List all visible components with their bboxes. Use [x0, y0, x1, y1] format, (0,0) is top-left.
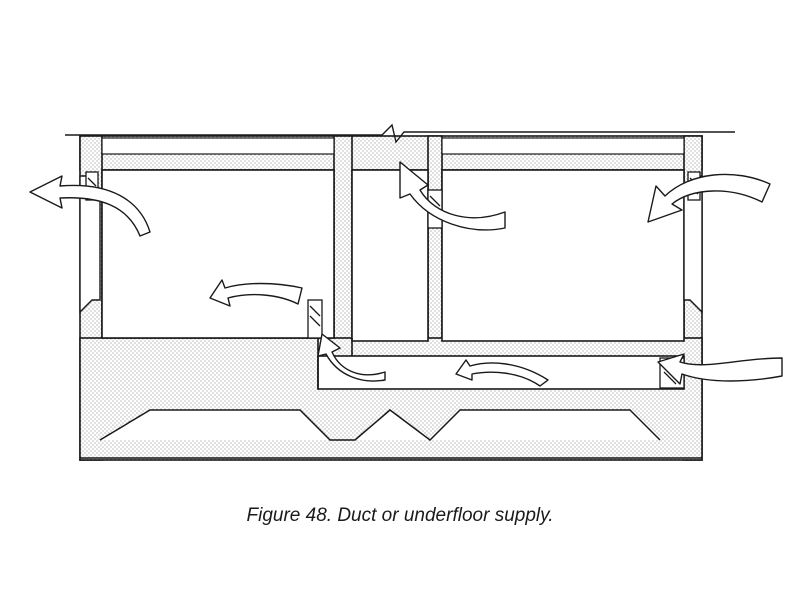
figure-caption: Figure 48. Duct or underfloor supply.	[246, 505, 554, 526]
supply-arrow-duct-end	[657, 353, 783, 385]
roof-line	[65, 123, 735, 144]
right-partition	[427, 135, 443, 342]
interior-rooms	[101, 169, 685, 390]
section-diagram	[29, 123, 783, 461]
window-openings	[79, 175, 703, 314]
flow-arrow-duct-mid	[455, 359, 549, 387]
exhaust-arrow-left	[29, 175, 151, 237]
foundation-hollow	[99, 409, 661, 441]
left-room-vent	[307, 299, 323, 339]
supply-arrow-right-room	[647, 173, 771, 223]
supply-arrow-center	[399, 161, 506, 231]
central-partition	[333, 135, 353, 342]
flow-arrow-duct-inlet	[317, 333, 386, 382]
right-room	[441, 169, 685, 342]
flow-arrow-left-room	[209, 279, 303, 307]
duct-riser	[317, 338, 353, 389]
slab-recesses	[101, 137, 685, 155]
left-room	[101, 169, 335, 339]
airflow-arrows	[29, 161, 783, 387]
